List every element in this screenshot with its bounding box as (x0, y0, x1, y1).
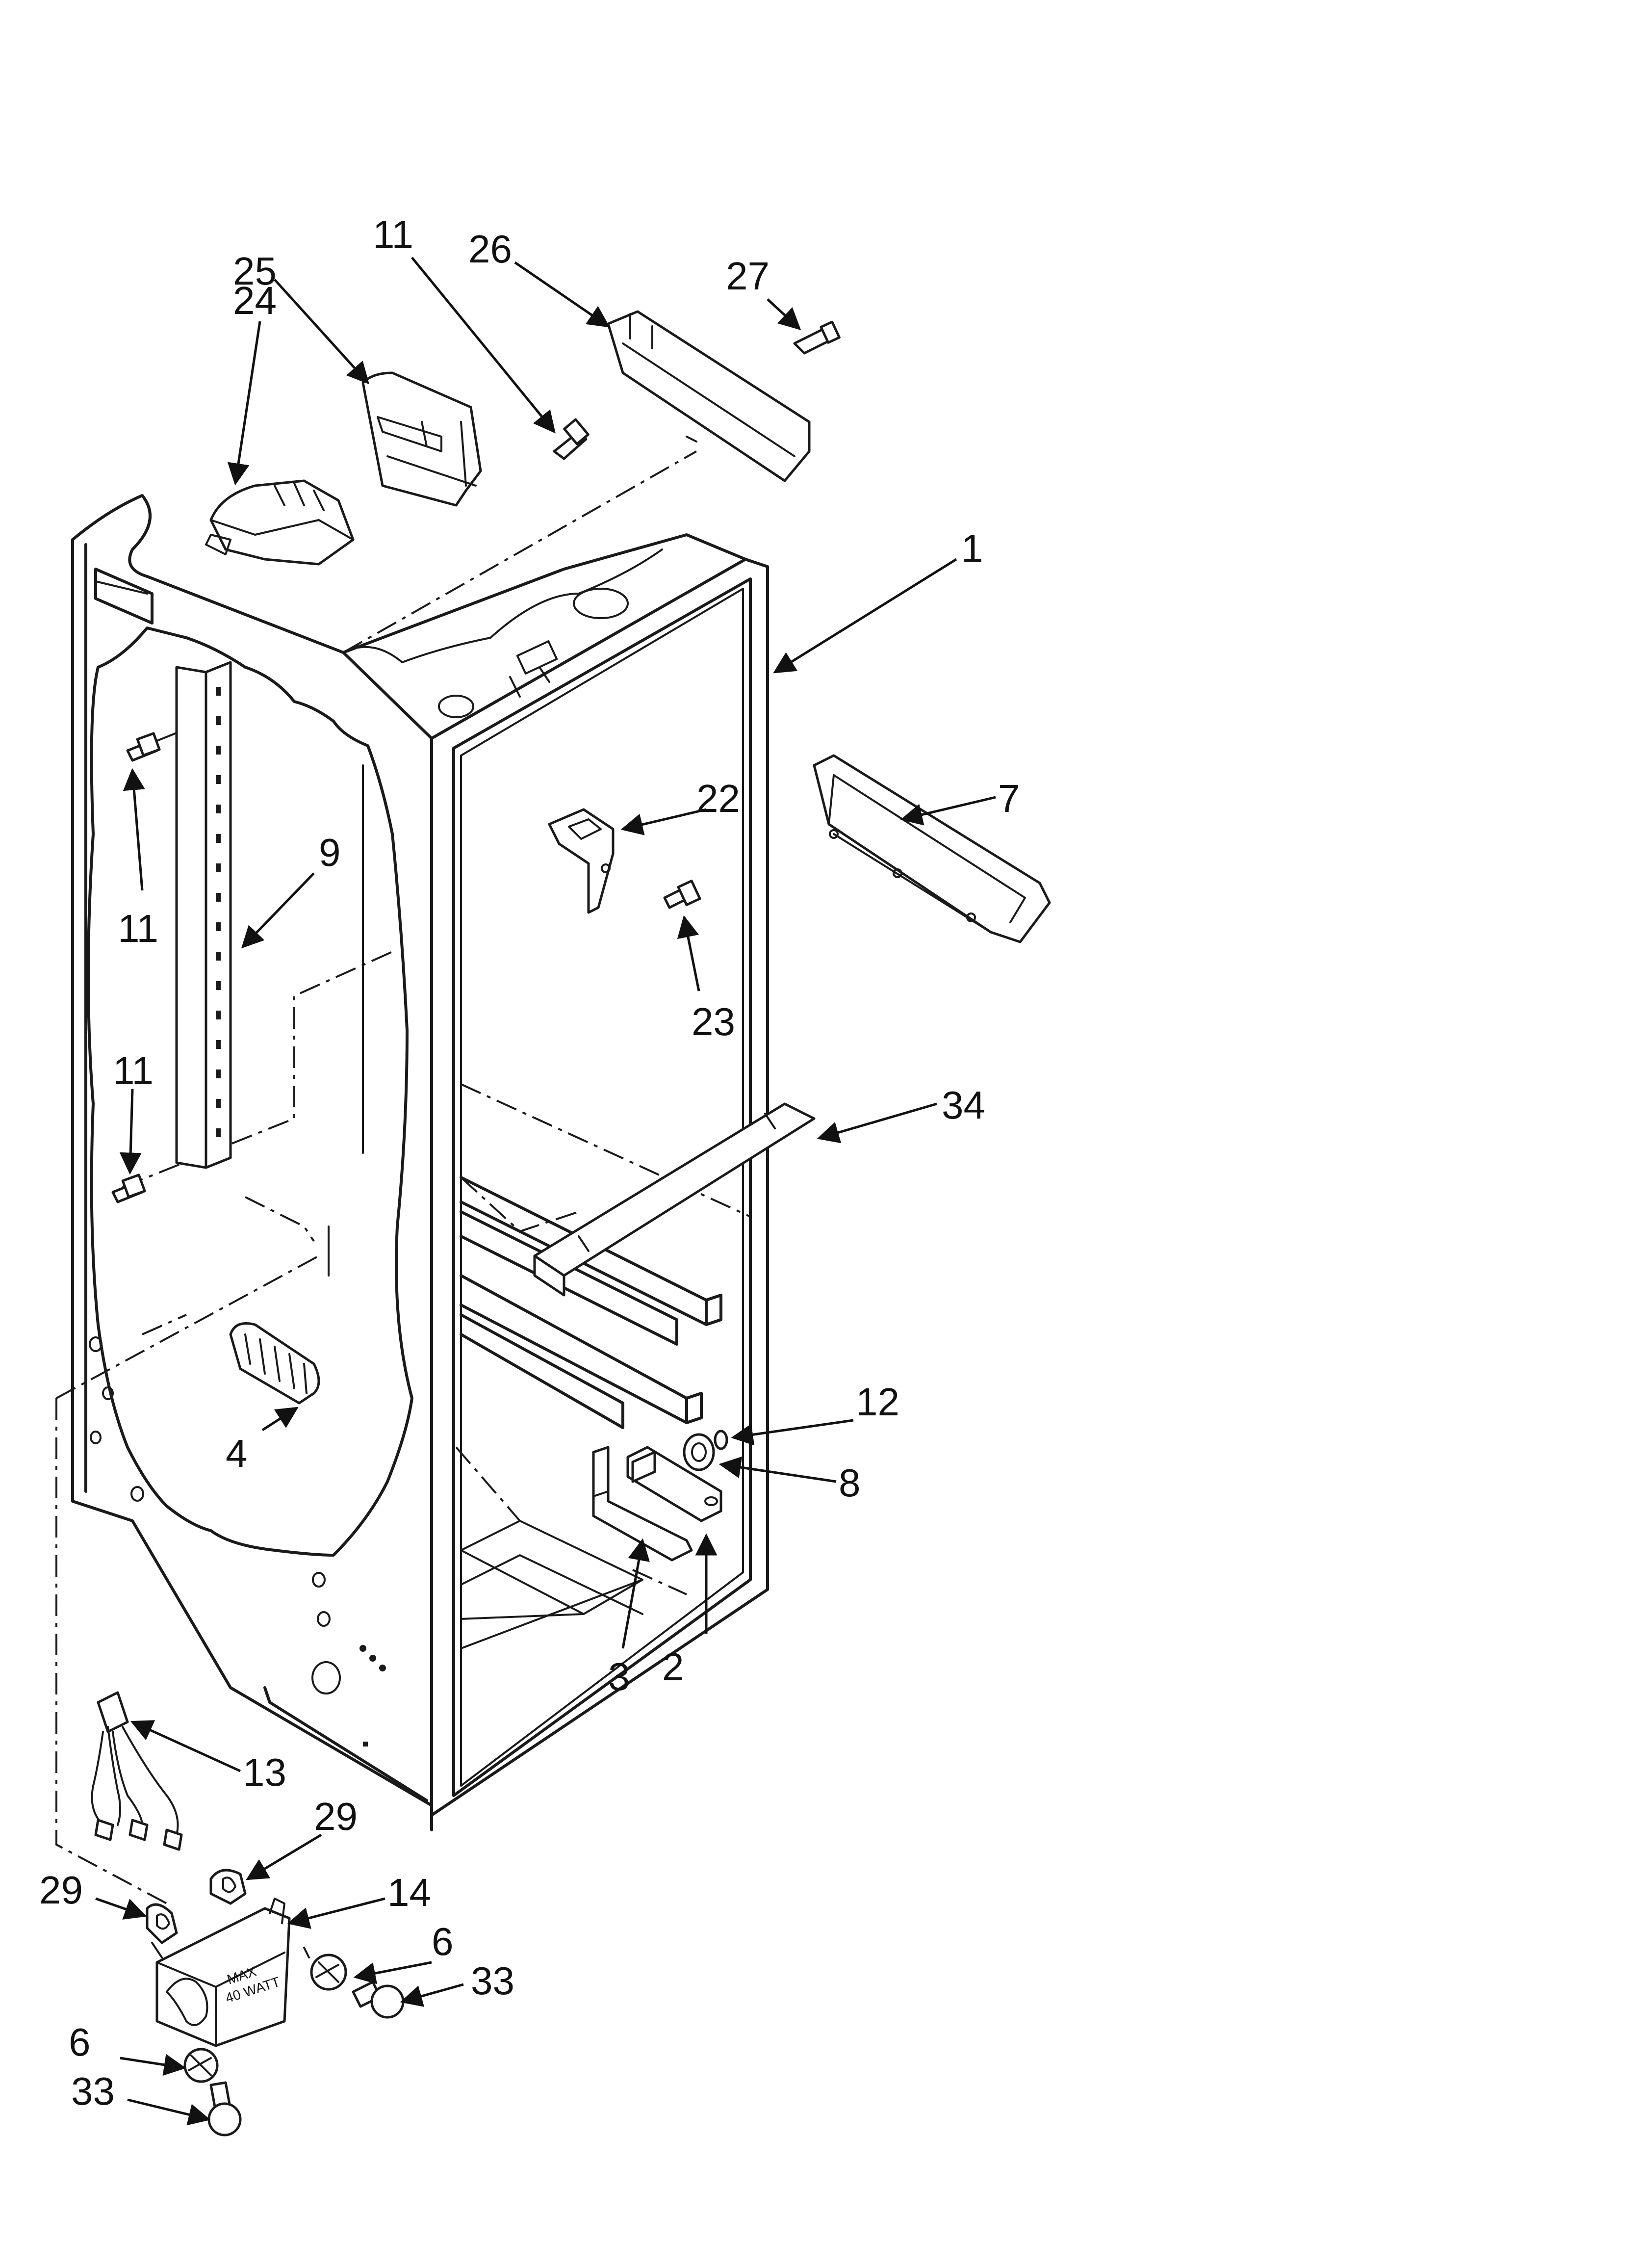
light-bulb-base (183, 2048, 219, 2083)
lamp-socket (209, 1869, 247, 1905)
callout-26: 26 (468, 227, 512, 271)
callout-29: 29 (314, 1795, 358, 1838)
callout-25: 25 (233, 249, 277, 293)
callout-3: 3 (608, 1655, 630, 1698)
vertical-shelf-rail (175, 661, 232, 1169)
callout-24: 24 (233, 279, 277, 322)
callout-34: 34 (942, 1083, 985, 1127)
callout-11: 11 (373, 212, 413, 256)
callout-8: 8 (839, 1461, 861, 1505)
control-box (205, 479, 355, 566)
slide-rail (626, 1446, 722, 1522)
leader-lines (95, 257, 996, 2126)
top-trim-channel (607, 310, 811, 482)
slide-rail (592, 1446, 693, 1562)
callout-labels: 1 2 3 4 6 6 7 8 9 11 11 11 12 13 14 22 2… (39, 212, 1020, 2113)
light-bulb (352, 1981, 405, 2019)
control-housing-bracket (361, 371, 482, 507)
channel-cover (813, 754, 1051, 943)
lamp-socket (146, 1903, 178, 1944)
callout-2: 2 (662, 1645, 684, 1689)
cabinet-liner (55, 450, 769, 1904)
cross-support-bar (533, 1102, 816, 1297)
callout-11: 11 (113, 1049, 154, 1093)
screw (663, 880, 701, 909)
callout-1: 1 (961, 526, 983, 570)
screw (126, 732, 161, 762)
callout-9: 9 (319, 831, 341, 874)
roller (683, 1430, 728, 1471)
callout-27: 27 (726, 254, 770, 298)
callout-22: 22 (696, 777, 740, 820)
callout-33: 33 (71, 2069, 115, 2113)
callout-33: 33 (471, 1959, 514, 2003)
callout-14: 14 (387, 1871, 431, 1914)
rail-slots (216, 687, 221, 1137)
vent-grille (229, 1322, 320, 1405)
callout-12: 12 (856, 1380, 899, 1424)
callout-4: 4 (226, 1432, 248, 1475)
screw (553, 418, 590, 460)
mounting-bracket (548, 808, 615, 914)
callout-29: 29 (39, 1868, 83, 1912)
callout-6: 6 (69, 2020, 91, 2064)
callout-13: 13 (243, 1750, 286, 1794)
screw (793, 320, 841, 355)
lamp-housing: MAX 40 WATT (151, 1898, 291, 2047)
wire-harness (91, 1691, 183, 1851)
callout-6: 6 (432, 1920, 454, 1963)
screw (111, 1173, 146, 1203)
light-bulb-base (303, 1947, 347, 1991)
callout-7: 7 (998, 777, 1020, 820)
light-bulb (207, 2081, 242, 2137)
callout-11: 11 (118, 907, 158, 950)
callout-23: 23 (692, 1000, 735, 1043)
